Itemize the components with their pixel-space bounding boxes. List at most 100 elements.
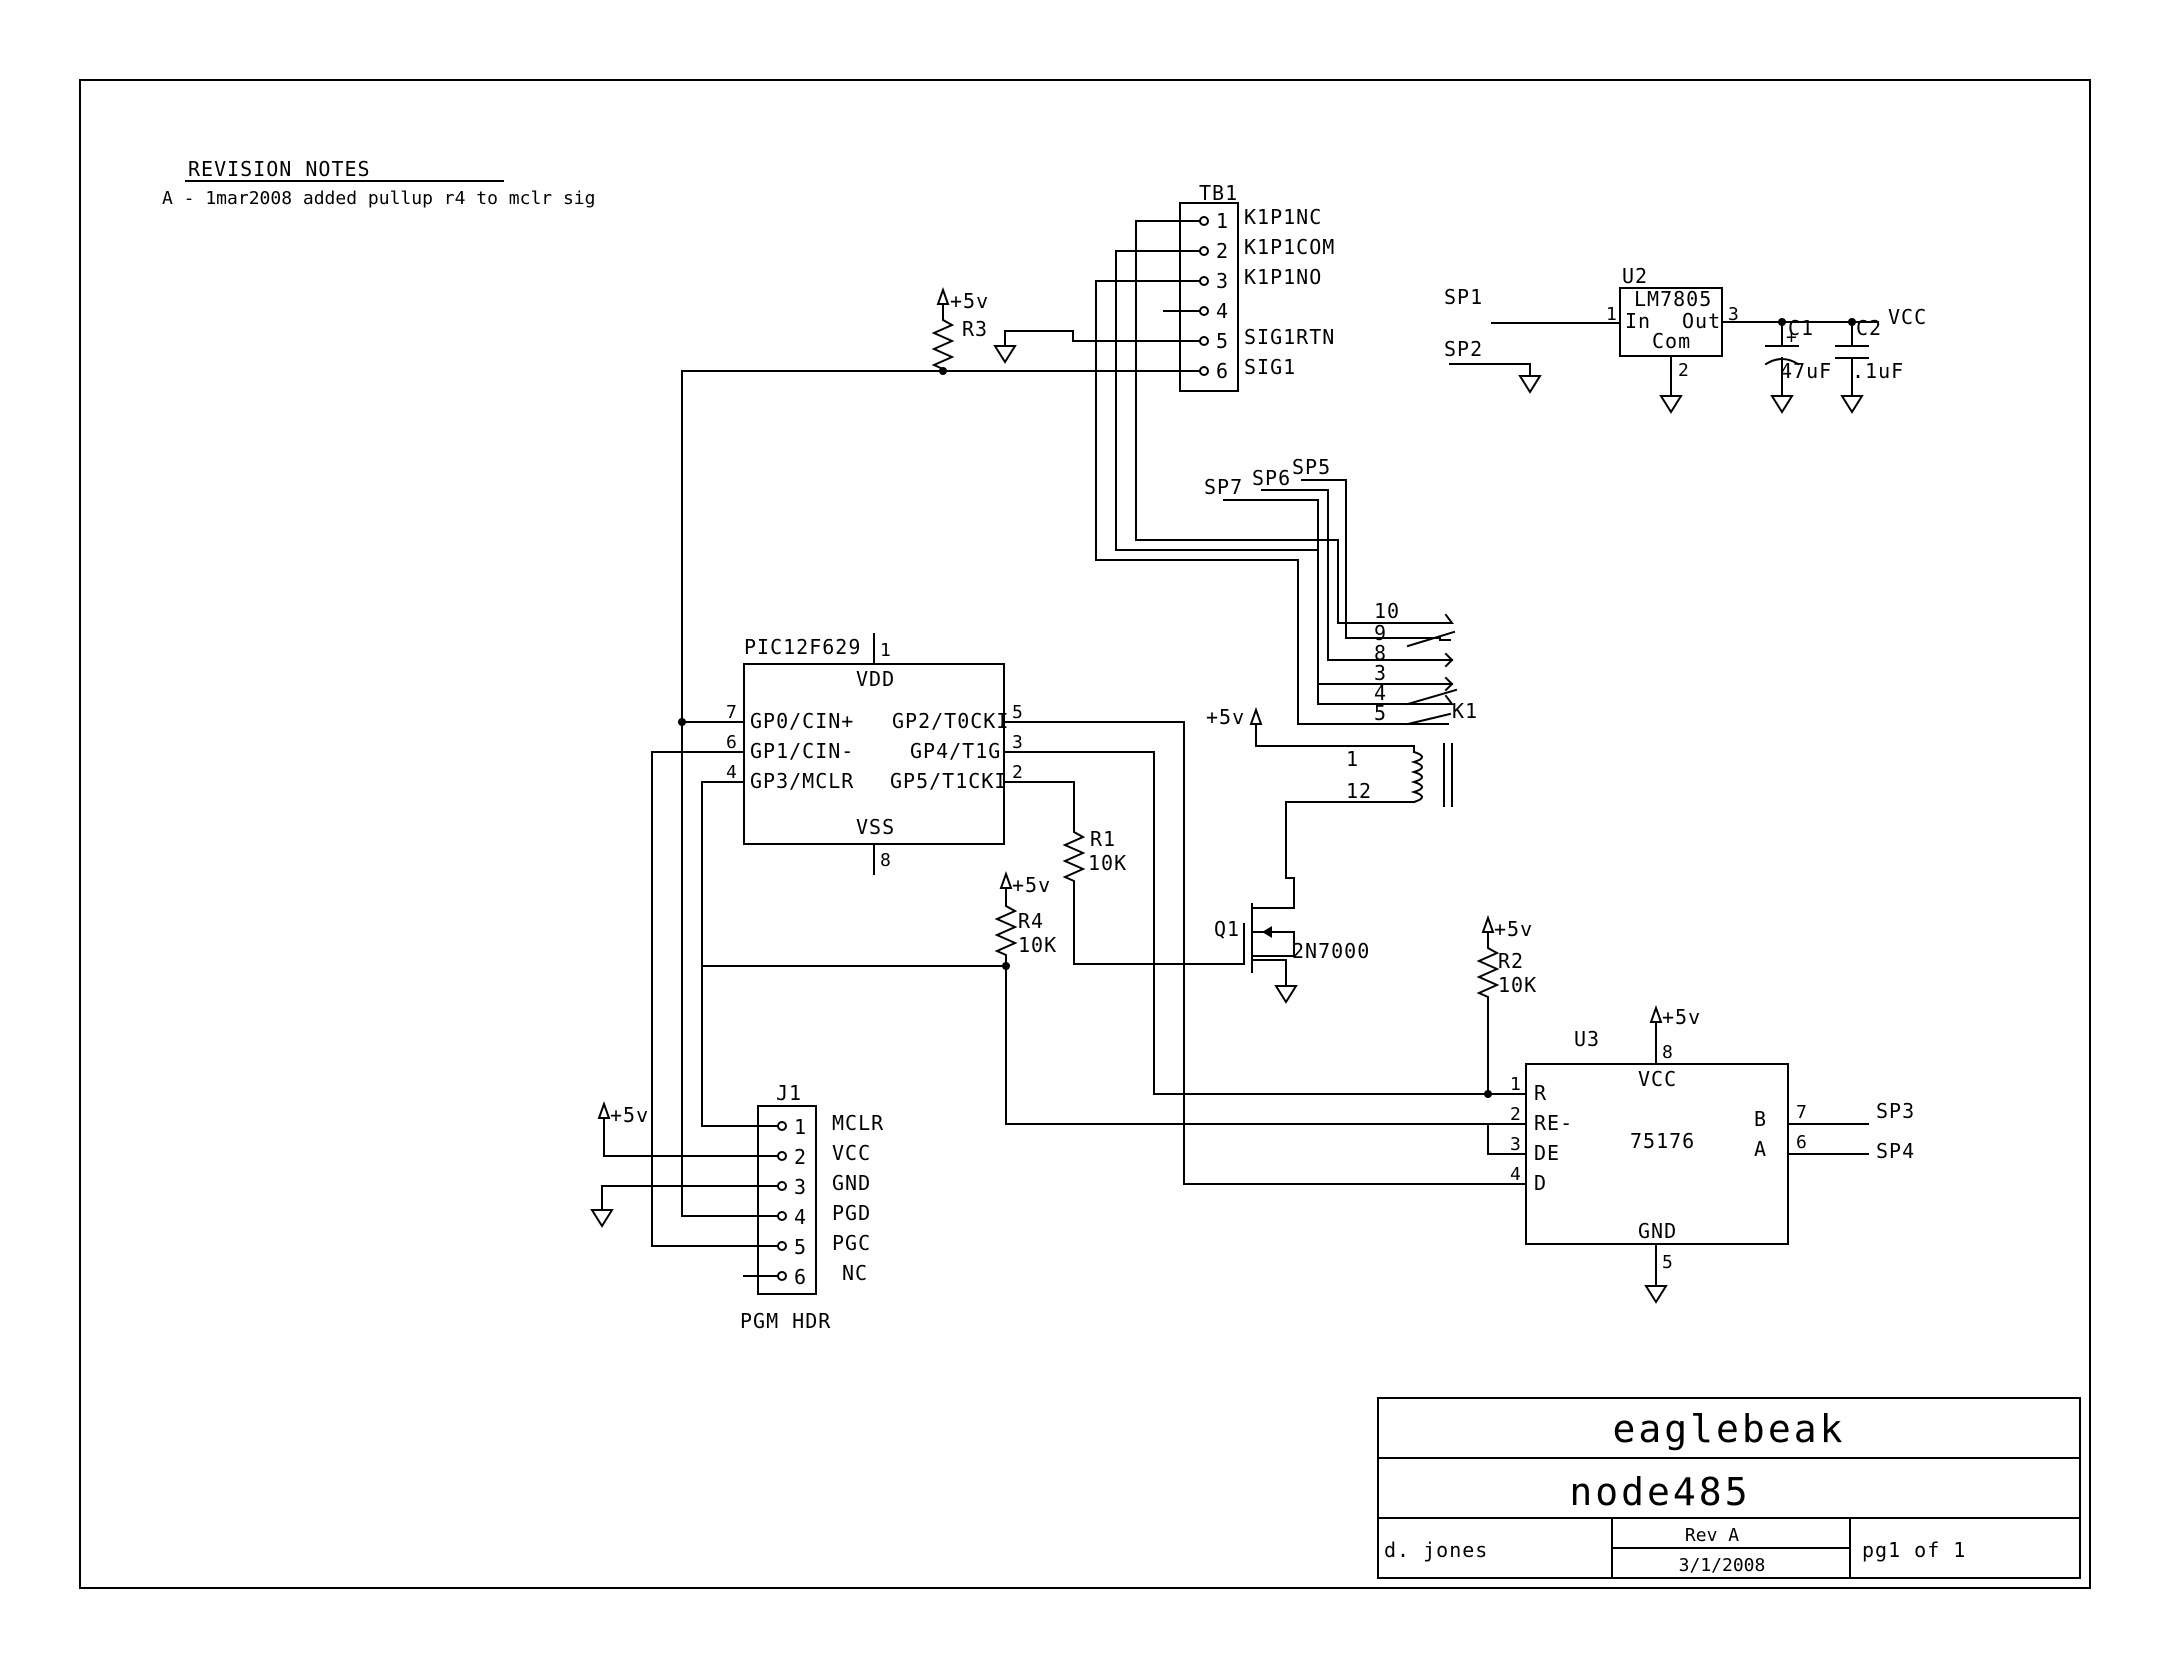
- svg-text:R: R: [1534, 1081, 1547, 1105]
- relay-k1: SP7 SP6 SP5 10 9 8 3 4 5 K1 1 12: [1204, 455, 1478, 909]
- svg-text:+5v: +5v: [950, 289, 989, 313]
- re-net: [1005, 965, 1527, 1125]
- svg-text:5: 5: [794, 1235, 807, 1259]
- capacitor-c1: + C1 47uF: [1764, 316, 1832, 413]
- svg-text:Out: Out: [1682, 309, 1721, 333]
- svg-text:2: 2: [1678, 360, 1689, 381]
- tb1-pin-5: 5 SIG1RTN: [1199, 325, 1335, 353]
- svg-text:U3: U3: [1574, 1027, 1600, 1051]
- svg-text:B: B: [1754, 1107, 1767, 1131]
- svg-text:8: 8: [880, 850, 891, 871]
- svg-text:3: 3: [1510, 1134, 1521, 1155]
- svg-text:2: 2: [1216, 239, 1229, 263]
- author: d. jones: [1384, 1538, 1488, 1562]
- svg-text:GP1/CIN-: GP1/CIN-: [750, 739, 854, 763]
- svg-text:R1: R1: [1090, 827, 1116, 851]
- svg-text:8: 8: [1662, 1042, 1673, 1063]
- revision-heading: REVISION NOTES: [188, 157, 371, 181]
- svg-text:2: 2: [1510, 1104, 1521, 1125]
- svg-text:6: 6: [1216, 359, 1229, 383]
- svg-text:LM7805: LM7805: [1634, 287, 1712, 311]
- svg-text:7: 7: [726, 702, 737, 723]
- svg-text:5: 5: [1012, 702, 1023, 723]
- gp4-net: [1153, 751, 1527, 1095]
- svg-text:12: 12: [1346, 779, 1372, 803]
- svg-text:4: 4: [1374, 681, 1387, 705]
- resistor-r1: R1 10K: [1062, 827, 1245, 965]
- date: 3/1/2008: [1679, 1555, 1766, 1576]
- svg-text:K1: K1: [1452, 699, 1478, 723]
- header-j1: J1 1 MCLR 2 VCC 3 GND 4 PGD 5 PGC 6 NC P…: [740, 1081, 884, 1333]
- svg-text:SIG1RTN: SIG1RTN: [1244, 325, 1335, 349]
- svg-text:GP0/CIN+: GP0/CIN+: [750, 709, 854, 733]
- svg-text:GP5/T1CKI: GP5/T1CKI: [890, 769, 1007, 793]
- svg-text:4: 4: [1510, 1164, 1521, 1185]
- sig1-net: [681, 370, 1201, 723]
- svg-text:+5v: +5v: [610, 1103, 649, 1127]
- svg-text:1: 1: [1606, 304, 1617, 325]
- tb1-pin-4: 4: [1163, 299, 1229, 323]
- svg-text:R4: R4: [1018, 909, 1044, 933]
- svg-text:PIC12F629: PIC12F629: [744, 635, 861, 659]
- resistor-r2: +5v R2 10K: [1476, 917, 1537, 1095]
- sig1rtn-wire: [994, 330, 1201, 363]
- svg-text:4: 4: [1216, 299, 1229, 323]
- svg-text:GP3/MCLR: GP3/MCLR: [750, 769, 854, 793]
- svg-text:6: 6: [1796, 1132, 1807, 1153]
- mosfet-q1: Q1 2N7000: [1214, 903, 1370, 1003]
- svg-text:4: 4: [726, 762, 737, 783]
- sheet-title: node485: [1569, 1470, 1750, 1514]
- svg-text:+5v: +5v: [1206, 705, 1245, 729]
- sp1-label: SP1: [1444, 285, 1483, 309]
- svg-text:Q1: Q1: [1214, 917, 1240, 941]
- title-block: eaglebeak node485 d. jones Rev A 3/1/200…: [1377, 1397, 2081, 1579]
- svg-text:9: 9: [1374, 621, 1387, 645]
- project-name: eaglebeak: [1613, 1407, 1846, 1451]
- svg-text:PGM HDR: PGM HDR: [740, 1309, 831, 1333]
- svg-text:MCLR: MCLR: [832, 1111, 884, 1135]
- svg-text:10K: 10K: [1018, 933, 1057, 957]
- svg-text:6: 6: [726, 732, 737, 753]
- svg-text:R2: R2: [1498, 949, 1524, 973]
- svg-text:R3: R3: [962, 317, 988, 341]
- sheet-border: [79, 79, 2091, 1589]
- svg-text:C2: C2: [1856, 316, 1882, 340]
- k1p1com-wire: [1115, 250, 1441, 705]
- svg-text:K1P1NC: K1P1NC: [1244, 205, 1322, 229]
- vcc-label: VCC: [1888, 305, 1927, 329]
- svg-text:2N7000: 2N7000: [1292, 939, 1370, 963]
- svg-text:VCC: VCC: [1638, 1067, 1677, 1091]
- k1p1no-wire: [1095, 280, 1449, 725]
- svg-text:.1uF: .1uF: [1852, 359, 1904, 383]
- transceiver-u3: U3 +5v 8 VCC GND 75176 5 1 R 2 RE- 3 DE …: [1510, 1005, 1915, 1303]
- svg-text:SP4: SP4: [1876, 1139, 1915, 1163]
- regulator-u2: U2 LM7805 In Out Com 1 3 2: [1606, 264, 1739, 381]
- svg-text:7: 7: [1796, 1102, 1807, 1123]
- pgd-net: [681, 721, 779, 1217]
- svg-text:U2: U2: [1622, 264, 1648, 288]
- terminal-block-tb1: TB1 1 K1P1NC 2 K1P1COM 3 K1P1NO 4 5 SIG1…: [1163, 181, 1335, 392]
- svg-text:6: 6: [794, 1265, 807, 1289]
- mclr-net: [701, 781, 1007, 967]
- svg-text:10K: 10K: [1498, 973, 1537, 997]
- svg-text:3: 3: [794, 1175, 807, 1199]
- svg-text:75176: 75176: [1630, 1129, 1695, 1153]
- svg-text:1: 1: [1346, 747, 1359, 771]
- svg-text:3: 3: [1012, 732, 1023, 753]
- revision-note: A - 1mar2008 added pullup r4 to mclr sig: [162, 188, 595, 209]
- svg-text:NC: NC: [842, 1261, 868, 1285]
- svg-text:J1: J1: [776, 1081, 802, 1105]
- svg-text:SP6: SP6: [1252, 466, 1291, 490]
- tb1-ref: TB1: [1199, 181, 1238, 205]
- svg-text:4: 4: [794, 1205, 807, 1229]
- svg-text:47uF: 47uF: [1780, 359, 1832, 383]
- svg-text:VCC: VCC: [832, 1141, 871, 1165]
- svg-text:K1P1COM: K1P1COM: [1244, 235, 1335, 259]
- svg-text:5: 5: [1662, 1252, 1673, 1273]
- svg-text:10K: 10K: [1088, 851, 1127, 875]
- capacitor-c2: C2 .1uF: [1835, 316, 1904, 413]
- svg-text:+5v: +5v: [1494, 917, 1533, 941]
- svg-text:+5v: +5v: [1662, 1005, 1701, 1029]
- svg-text:1: 1: [880, 640, 891, 661]
- svg-text:D: D: [1534, 1171, 1547, 1195]
